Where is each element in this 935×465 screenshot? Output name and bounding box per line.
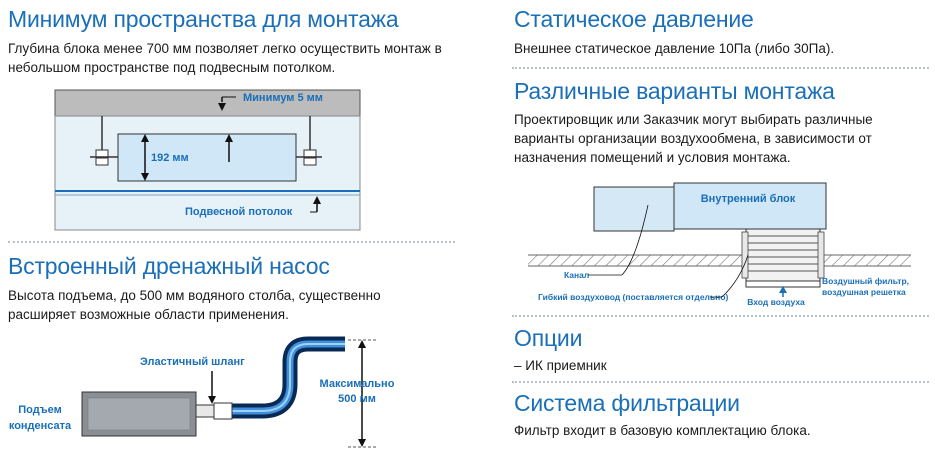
unit-label: Внутренний блок	[701, 193, 796, 205]
pressure-title: Статическое давление	[514, 6, 754, 32]
filtration-title: Система фильтрации	[514, 390, 740, 416]
variants-section: Различные варианты монтажа Проектировщик…	[514, 78, 929, 167]
filtration-section: Система фильтрации Фильтр входит в базов…	[514, 390, 929, 440]
pressure-text: Внешнее статическое давление 10Па (либо …	[514, 41, 835, 56]
duct-label: Гибкий воздуховод (поставляется отдельно…	[538, 292, 729, 302]
mounting-text: Глубина блока менее 700 мм позволяет лег…	[8, 41, 442, 75]
max-label-2: 500 мм	[338, 393, 376, 405]
pump-section: Встроенный дренажный насос Высота подъем…	[8, 253, 458, 324]
intake-label: Вход воздуха	[747, 297, 805, 307]
options-section: Опции – ИК приемник	[514, 325, 929, 375]
ceiling-label: Подвесной потолок	[185, 206, 293, 218]
left-separator	[8, 241, 455, 243]
options-text: – ИК приемник	[514, 358, 607, 373]
options-title: Опции	[514, 325, 583, 351]
right-separator-3	[512, 381, 929, 383]
channel-label: Канал	[564, 270, 589, 280]
min-label: Минимум 5 мм	[243, 92, 323, 104]
pump-title: Встроенный дренажный насос	[8, 253, 330, 279]
filter-label-1: Воздушный фильтр,	[822, 276, 909, 286]
pressure-section: Статическое давление Внешнее статическое…	[514, 6, 929, 58]
lift-label-1: Подъем	[18, 404, 61, 416]
variants-text: Проектировщик или Заказчик могут выбират…	[514, 112, 873, 165]
hose-label: Эластичный шланг	[140, 356, 245, 368]
variants-title: Различные варианты монтажа	[514, 78, 835, 104]
mounting-section: Минимум пространства для монтажа Глубина…	[8, 6, 458, 77]
height-label: 192 мм	[151, 152, 189, 164]
right-separator-1	[512, 67, 929, 69]
filter-label-2: воздушная решетка	[822, 287, 906, 297]
mounting-title: Минимум пространства для монтажа	[8, 6, 399, 32]
filtration-text: Фильтр входит в базовую комплектацию бло…	[514, 423, 811, 438]
lift-label-2: конденсата	[9, 420, 72, 432]
max-label-1: Максимально	[320, 378, 395, 390]
right-separator-2	[512, 315, 929, 317]
pump-text: Высота подъема, до 500 мм водяного столб…	[8, 288, 381, 322]
